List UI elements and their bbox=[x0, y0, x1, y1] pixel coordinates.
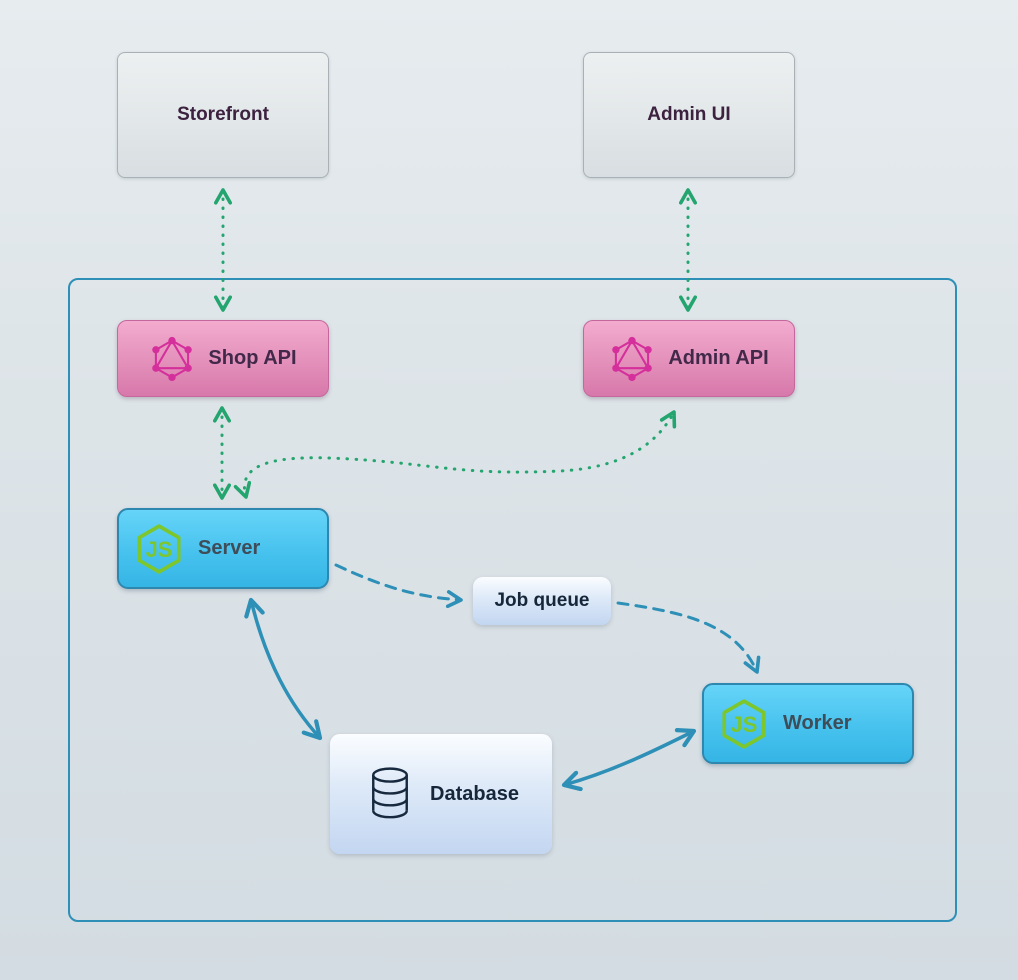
database-label: Database bbox=[430, 782, 519, 805]
svg-text:JS: JS bbox=[146, 536, 173, 561]
job-queue-label: Job queue bbox=[494, 590, 590, 611]
admin-ui-label: Admin UI bbox=[647, 104, 731, 125]
node-admin-ui: Admin UI bbox=[583, 52, 795, 178]
node-database: Database bbox=[330, 734, 552, 854]
database-icon bbox=[363, 764, 417, 824]
node-job-queue: Job queue bbox=[473, 577, 611, 625]
storefront-label: Storefront bbox=[177, 104, 269, 125]
svg-text:JS: JS bbox=[731, 711, 758, 736]
node-server: JS Server bbox=[117, 508, 329, 589]
nodejs-icon: JS bbox=[133, 523, 185, 575]
shop-api-label: Shop API bbox=[208, 347, 297, 369]
node-admin-api: Admin API bbox=[583, 320, 795, 397]
server-process-boundary bbox=[68, 278, 957, 922]
admin-api-label: Admin API bbox=[668, 347, 769, 369]
node-shop-api: Shop API bbox=[117, 320, 329, 397]
node-worker: JS Worker bbox=[702, 683, 914, 764]
worker-label: Worker bbox=[783, 712, 852, 734]
graphql-icon bbox=[609, 336, 655, 382]
graphql-icon bbox=[149, 336, 195, 382]
node-storefront: Storefront bbox=[117, 52, 329, 178]
nodejs-icon: JS bbox=[718, 698, 770, 750]
server-label: Server bbox=[198, 537, 261, 559]
